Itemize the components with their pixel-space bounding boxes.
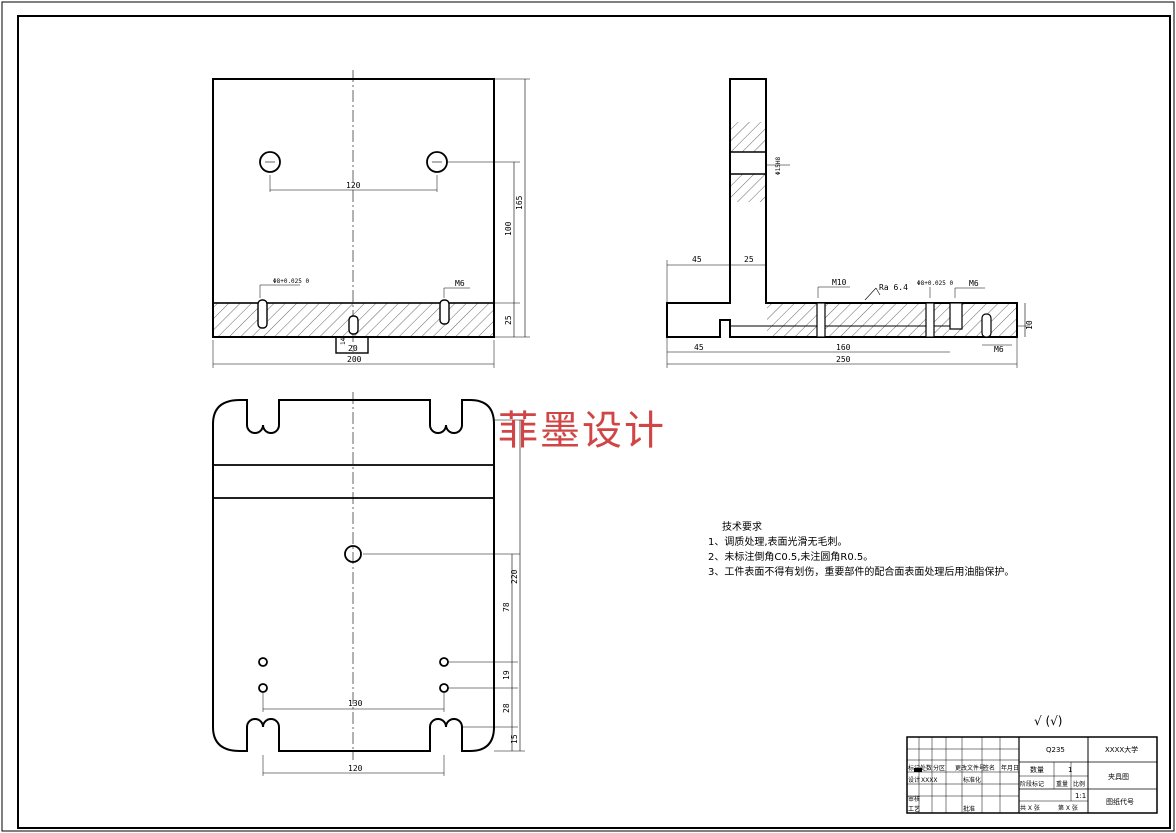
dim-78: 78 bbox=[502, 602, 511, 612]
tb-designer-label: 设计 bbox=[908, 776, 920, 784]
tech-req-item-2: 2、未标注倒角C0.5,未注圆角R0.5。 bbox=[708, 552, 874, 563]
tb-row-zone: 分区 bbox=[933, 764, 945, 772]
dim-220: 220 bbox=[510, 569, 519, 584]
tech-req-title: 技术要求 bbox=[722, 522, 762, 533]
dim-20: 20 bbox=[348, 344, 358, 353]
dim-19: 19 bbox=[502, 670, 511, 680]
dim-45-side: 45 bbox=[692, 255, 702, 264]
dim-130: 130 bbox=[348, 699, 363, 708]
roughness-symbol: √ (√) bbox=[1034, 714, 1062, 728]
dim-15: 15 bbox=[510, 734, 519, 744]
inner-border bbox=[17, 15, 1171, 829]
title-block-text: Q235 XXXX大学 夹具图 图纸代号 数量 1 阶段标记 重量 比例 1:1… bbox=[908, 745, 1138, 813]
tb-qty-value: 1 bbox=[1068, 766, 1072, 774]
dim-200: 200 bbox=[347, 355, 362, 364]
tb-school: XXXX大学 bbox=[1105, 745, 1138, 754]
dim-hole-side: Φ15H8 bbox=[775, 157, 782, 175]
dim-ra: Ra 6.4 bbox=[879, 283, 908, 292]
tb-row-mark: 标记 bbox=[908, 764, 920, 772]
watermark: 菲墨设计 bbox=[498, 408, 666, 454]
dim-m6-side: M6 bbox=[969, 279, 979, 288]
dim-250: 250 bbox=[836, 355, 851, 364]
dim-10: 10 bbox=[1025, 320, 1034, 330]
tb-designer-value: XXXX bbox=[921, 777, 937, 784]
tb-sheet-no: 第 X 张 bbox=[1058, 804, 1078, 812]
tb-row-change: 更改文件号 bbox=[955, 764, 985, 772]
tb-sheet-total: 共 X 张 bbox=[1020, 804, 1040, 812]
dim-160: 160 bbox=[836, 343, 851, 352]
tb-drawing-name: 夹具图 bbox=[1108, 772, 1129, 781]
technical-requirements: 技术要求 1、调质处理,表面光滑无毛刺。 2、未标注倒角C0.5,未注圆角R0.… bbox=[708, 520, 1014, 580]
tb-craft-label: 工艺 bbox=[908, 805, 920, 813]
dim-165: 165 bbox=[515, 195, 524, 210]
dim-100: 100 bbox=[504, 221, 513, 236]
dim-28: 28 bbox=[502, 703, 511, 713]
tb-qty-label: 数量 bbox=[1030, 765, 1044, 774]
side-view: 45 25 M10 Ra 6.4 Φ8+0.025 0 M6 45 160 25… bbox=[666, 78, 1034, 368]
dim-45-side-b: 45 bbox=[694, 343, 704, 352]
tb-approve-label: 批准 bbox=[963, 805, 975, 813]
top-view: 220 78 19 28 15 130 120 bbox=[212, 392, 525, 776]
front-view: 120 165 100 25 200 20 Φ8+0.025 0 M6 14 bbox=[212, 70, 530, 368]
tb-scale-value: 1:1 bbox=[1075, 792, 1086, 800]
tb-stage-label: 阶段标记 bbox=[1020, 780, 1044, 788]
dim-tol-side: Φ8+0.025 0 bbox=[917, 280, 954, 287]
tb-review-label: 审核 bbox=[908, 795, 920, 803]
dim-25: 25 bbox=[504, 315, 513, 325]
dim-m6-front: M6 bbox=[455, 279, 465, 288]
tb-scale-label: 比例 bbox=[1073, 780, 1085, 788]
dim-120-front: 120 bbox=[346, 181, 361, 190]
dim-25-side: 25 bbox=[744, 255, 754, 264]
dim-14: 14 bbox=[340, 337, 347, 345]
tb-drawing-no: 图纸代号 bbox=[1106, 797, 1134, 806]
tech-req-item-1: 1、调质处理,表面光滑无毛刺。 bbox=[708, 537, 848, 548]
dim-m6-side-b: M6 bbox=[994, 345, 1004, 354]
tb-weight-label: 重量 bbox=[1056, 780, 1068, 788]
dim-m10: M10 bbox=[832, 278, 847, 287]
tb-row-date: 年月日 bbox=[1001, 764, 1019, 772]
title-block bbox=[906, 736, 1158, 814]
dim-120-top: 120 bbox=[348, 764, 363, 773]
tb-row-sign: 签名 bbox=[983, 764, 995, 772]
tech-req-item-3: 3、工件表面不得有划伤，重要部件的配合面表面处理后用油脂保护。 bbox=[708, 567, 1015, 578]
tb-std-label: 标准化 bbox=[963, 776, 981, 784]
tb-row-count: 处数 bbox=[920, 764, 932, 772]
dim-tol-front: Φ8+0.025 0 bbox=[273, 278, 310, 285]
tb-material: Q235 bbox=[1046, 746, 1065, 754]
